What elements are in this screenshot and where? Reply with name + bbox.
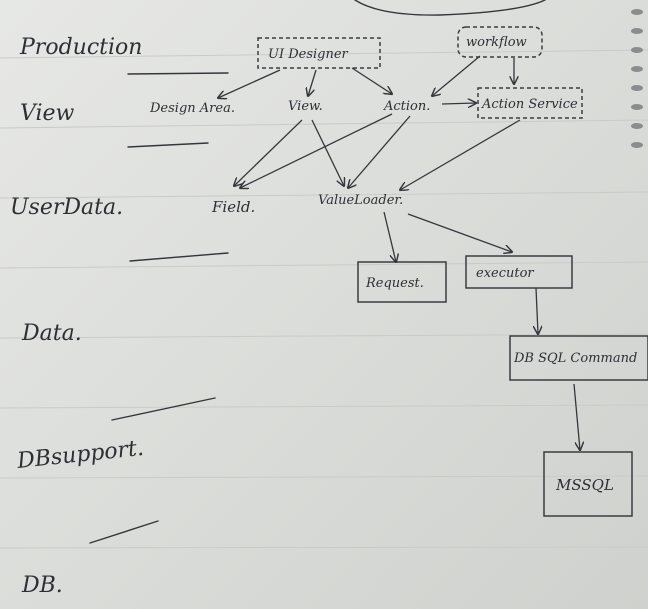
node-value-loader: ValueLoader.: [318, 193, 403, 208]
arrow-action-to-value-loader: [348, 115, 411, 188]
node-ui-designer: UI Designer: [268, 47, 349, 62]
layer-divider-strokes: [89, 72, 229, 544]
layer-label-data: Data.: [21, 321, 82, 346]
binding-hole: [631, 66, 643, 72]
arrow-db-sql-command-to-mssql: [573, 383, 580, 450]
binding-hole: [631, 85, 643, 91]
node-boxes: [257, 26, 648, 517]
arrow-ui-designer-to-design-area: [218, 69, 281, 98]
arrow-executor-to-db-sql-command: [536, 287, 538, 334]
node-design-area: Design Area.: [149, 101, 235, 116]
node-executor: executor: [476, 266, 534, 281]
arrow-action-to-action-service: [441, 103, 476, 104]
arrow-action-service-to-value-loader: [400, 119, 521, 190]
node-action: Action.: [383, 99, 430, 114]
arrow-workflow-to-action: [432, 55, 481, 96]
request-box: [357, 261, 447, 303]
top-sketch-curve: [354, 0, 546, 16]
arrow-view-to-value-loader: [311, 119, 344, 186]
spiral-binding: [631, 9, 643, 148]
arrow-ui-designer-to-view: [308, 69, 317, 96]
db-sql-command-box: [509, 335, 648, 381]
arrow-value-loader-to-executor: [407, 213, 512, 252]
layer-label-userdata: UserData.: [10, 195, 123, 220]
ui-designer-box: [257, 37, 381, 69]
executor-box: [465, 255, 573, 289]
binding-hole: [631, 104, 643, 110]
workflow-box: [457, 26, 543, 58]
arrow-action-to-field: [240, 113, 393, 188]
binding-hole: [631, 142, 643, 148]
layer-label-db: DB.: [21, 573, 63, 598]
mssql-box: [543, 451, 633, 517]
binding-hole: [631, 47, 643, 53]
node-field: Field.: [211, 198, 255, 216]
layer-label-production: Production: [19, 35, 142, 60]
node-action-service: Action Service: [481, 97, 578, 112]
arrow-ui-designer-to-action: [351, 67, 392, 94]
node-request: Request.: [365, 276, 424, 291]
node-workflow: workflow: [466, 35, 527, 50]
node-mssql: MSSQL: [555, 476, 614, 494]
ruled-lines: [0, 49, 648, 549]
layer-label-view: View: [20, 101, 75, 126]
arrow-view-to-field: [234, 119, 303, 186]
binding-hole: [631, 28, 643, 34]
dependency-arrows: [218, 55, 580, 450]
layer-labels: Production View UserData. Data. DBsuppor…: [10, 35, 145, 598]
node-labels: UI Designer workflow Design Area. View. …: [149, 35, 637, 494]
node-db-sql-command: DB SQL Command: [513, 351, 637, 366]
layer-label-dbsupport: DBsupport.: [15, 436, 145, 474]
binding-hole: [631, 9, 643, 15]
binding-hole: [631, 123, 643, 129]
action-service-box: [477, 87, 583, 119]
node-view: View.: [288, 99, 323, 114]
arrow-value-loader-to-request: [383, 211, 396, 262]
